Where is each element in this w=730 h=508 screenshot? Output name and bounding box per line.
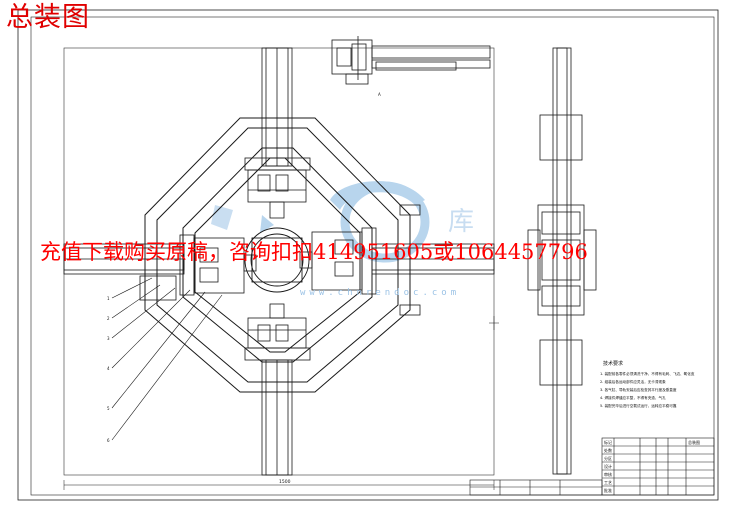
title-block	[469, 437, 715, 496]
tech-requirements-heading: 技术要求	[603, 361, 624, 367]
watermark-url: www.chnrendoc.com	[300, 288, 461, 298]
watermark-logo: 库	[211, 181, 474, 263]
title-block-row: 工艺	[604, 480, 612, 485]
tech-requirement-line: 4. 焊接件焊缝应平整，不得有夹渣、气孔	[600, 396, 666, 400]
svg-text:4: 4	[107, 366, 110, 371]
left-arm	[63, 234, 257, 301]
title-block-row: 分区	[604, 456, 612, 461]
central-hub	[244, 227, 310, 293]
leader-lines	[111, 277, 223, 441]
svg-text:3: 3	[107, 336, 110, 341]
leader-numbers: 1 2 3 4 5 6	[107, 296, 110, 443]
bottom-arm	[244, 303, 311, 476]
drawing-title-overlay: 总装图	[6, 2, 90, 33]
right-arm	[299, 204, 495, 316]
tech-requirement-line: 2. 组装后各运动部件应灵活，无卡滞现象	[600, 380, 666, 384]
tech-requirement-line: 5. 装配完毕后进行空载试运行，运转应平稳可靠	[600, 404, 677, 408]
title-block-row: 审核	[604, 472, 612, 477]
top-detail-view: A	[331, 36, 491, 97]
title-block-row: 设计	[604, 464, 612, 469]
tech-requirement-line: 3. 各气缸、导轨安装后应检查其平行度及垂直度	[600, 388, 677, 392]
top-arm	[244, 47, 311, 219]
bottom-dimension	[63, 480, 495, 490]
svg-text:库: 库	[448, 207, 474, 237]
svg-text:5: 5	[107, 406, 110, 411]
svg-text:A: A	[378, 92, 381, 97]
svg-text:6: 6	[107, 438, 110, 443]
svg-text:1: 1	[107, 296, 110, 301]
svg-text:2: 2	[107, 316, 110, 321]
drawing-outer-border	[17, 9, 719, 501]
title-block-row: 批准	[604, 488, 612, 493]
drawing-inner-border	[30, 16, 715, 496]
tech-requirement-line: 1. 装配前各零件必须清洗干净，不得有毛刺、飞边、氧化皮	[600, 372, 695, 376]
title-block-row: 处数	[604, 448, 612, 453]
right-dimension	[489, 316, 499, 330]
side-view	[527, 47, 597, 475]
bottom-dimension-label: 1500	[279, 479, 291, 485]
promo-banner: 充值下载购买原稿，咨询扣扣414951605或1064457796	[40, 240, 588, 264]
title-block-name: 总装图	[688, 440, 700, 445]
title-block-row: 标记	[604, 440, 612, 445]
